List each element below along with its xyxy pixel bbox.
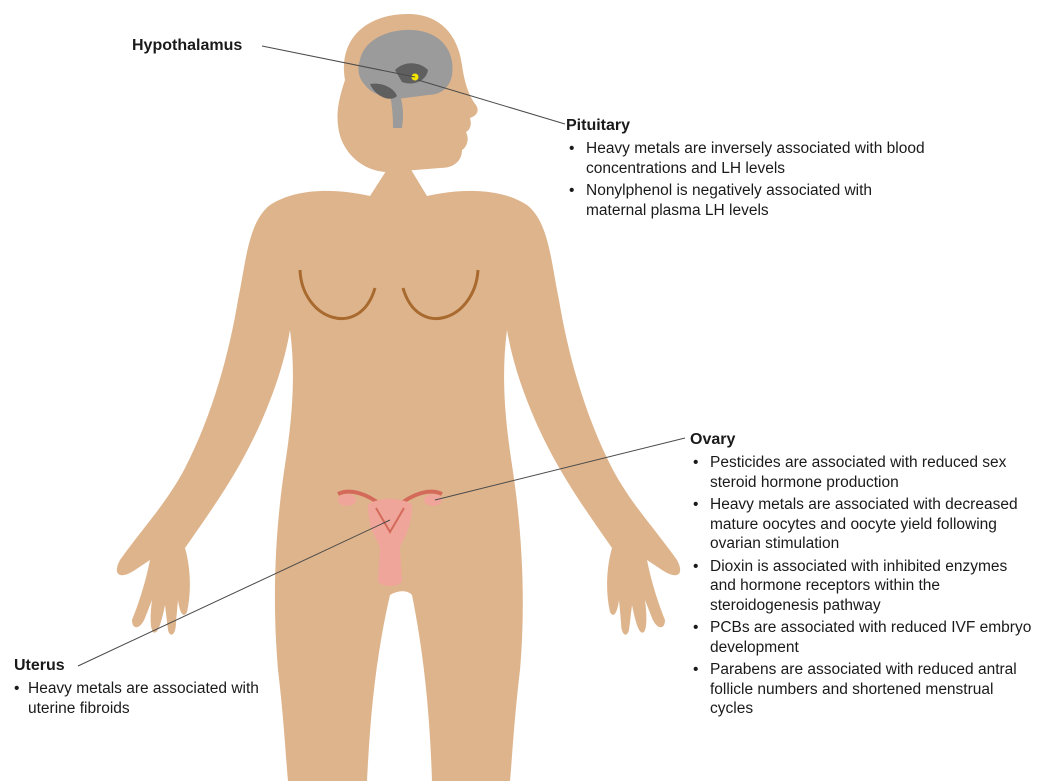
pituitary-bullet: Nonylphenol is negatively associated wit… xyxy=(566,181,926,220)
ovary-bullet: PCBs are associated with reduced IVF emb… xyxy=(690,618,1035,657)
pituitary-label-block: Pituitary Heavy metals are inversely ass… xyxy=(566,116,926,223)
ovary-title: Ovary xyxy=(690,430,1035,450)
pituitary-bullet: Heavy metals are inversely associated wi… xyxy=(566,139,926,178)
hypothalamus-title: Hypothalamus xyxy=(132,36,242,56)
ovary-bullet: Pesticides are associated with reduced s… xyxy=(690,453,1035,492)
pituitary-bullet-list: Heavy metals are inversely associated wi… xyxy=(566,139,926,220)
ovary-bullet: Parabens are associated with reduced ant… xyxy=(690,660,1035,719)
ovary-bullet: Dioxin is associated with inhibited enzy… xyxy=(690,557,1035,616)
pituitary-title: Pituitary xyxy=(566,116,926,136)
ovary-label-block: Ovary Pesticides are associated with red… xyxy=(690,430,1035,722)
uterus-bullet-list: Heavy metals are associated with uterine… xyxy=(14,679,274,718)
ovary-right xyxy=(424,494,442,506)
uterus-bullet: Heavy metals are associated with uterine… xyxy=(14,679,274,718)
ovary-bullet: Heavy metals are associated with decreas… xyxy=(690,495,1035,554)
uterus-label-block: Uterus Heavy metals are associated with … xyxy=(14,656,274,721)
uterus-title: Uterus xyxy=(14,656,274,676)
ovary-left xyxy=(338,494,356,506)
ovary-bullet-list: Pesticides are associated with reduced s… xyxy=(690,453,1035,719)
hypothalamus-label-block: Hypothalamus xyxy=(132,36,242,59)
